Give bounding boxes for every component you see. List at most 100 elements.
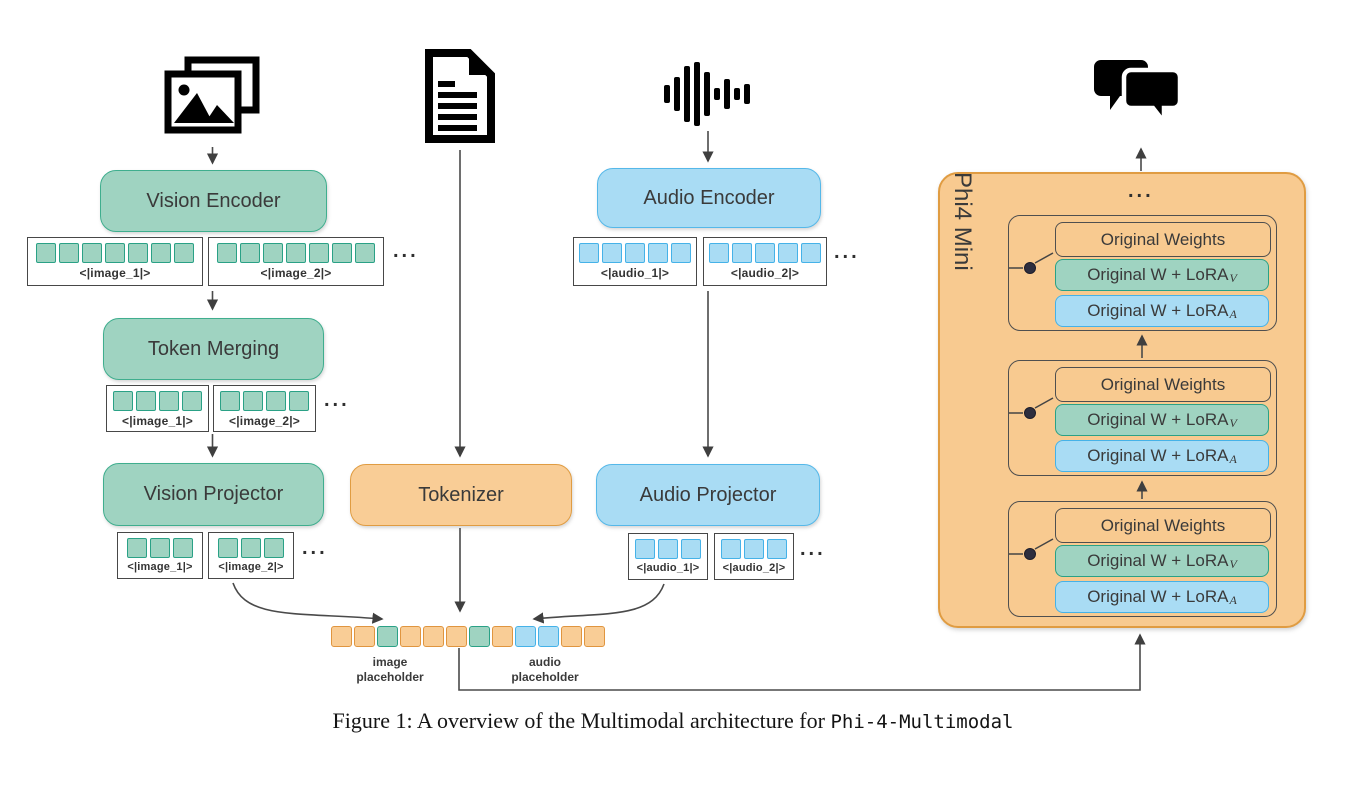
lora-v-subscript: V bbox=[1229, 556, 1237, 571]
token-square-blue bbox=[538, 626, 559, 647]
token-square-blue bbox=[744, 539, 764, 559]
vision-merged-strip-1: <|image_1|> bbox=[106, 385, 209, 432]
lora-a-subscript: A bbox=[1229, 306, 1237, 321]
token-square-orange bbox=[446, 626, 467, 647]
token-square-orange bbox=[331, 626, 352, 647]
token-square-orange bbox=[492, 626, 513, 647]
vision-encoder-label: Vision Encoder bbox=[146, 189, 281, 212]
ellipsis-vision-merged: ... bbox=[324, 389, 350, 411]
ellipsis-audio-projected: ... bbox=[800, 538, 826, 560]
token-squares bbox=[127, 538, 193, 558]
token-square-green bbox=[243, 391, 263, 411]
token-square-blue bbox=[579, 243, 599, 263]
original-weights-box: Original Weights bbox=[1055, 508, 1271, 543]
token-square-green bbox=[113, 391, 133, 411]
token-square-blue bbox=[681, 539, 701, 559]
lora-a-label: Original W + LoRA bbox=[1087, 587, 1229, 606]
token-squares bbox=[635, 539, 701, 559]
token-squares bbox=[721, 539, 787, 559]
audio-encoded-strip-1: <|audio_1|> bbox=[573, 237, 697, 286]
token-square-orange bbox=[400, 626, 421, 647]
token-square-blue bbox=[658, 539, 678, 559]
token-square-blue bbox=[625, 243, 645, 263]
token-strip-label: <|audio_2|> bbox=[722, 562, 786, 574]
vision-encoded-strip-2: <|image_2|> bbox=[208, 237, 384, 286]
token-squares bbox=[113, 391, 202, 411]
vision-projector-label: Vision Projector bbox=[143, 483, 284, 505]
images-icon bbox=[164, 56, 260, 134]
token-square-blue bbox=[648, 243, 668, 263]
audio-encoded-strip-2: <|audio_2|> bbox=[703, 237, 827, 286]
token-square-blue bbox=[778, 243, 798, 263]
token-square-blue bbox=[515, 626, 536, 647]
original-weights-box: Original Weights bbox=[1055, 367, 1271, 402]
audio-projected-strip-1: <|audio_1|> bbox=[628, 533, 708, 580]
vision-projector-box: Vision Projector bbox=[103, 463, 324, 526]
combined-token-sequence bbox=[331, 626, 605, 647]
lora-v-subscript: V bbox=[1229, 270, 1237, 285]
token-square-green bbox=[264, 538, 284, 558]
token-square-green bbox=[355, 243, 375, 263]
transformer-layer-bottom: Original Weights Original W + LoRA V Orig… bbox=[1008, 501, 1277, 617]
token-square-blue bbox=[721, 539, 741, 559]
token-square-green bbox=[136, 391, 156, 411]
ellipsis-phi4-layers: ... bbox=[1128, 180, 1154, 202]
token-square-blue bbox=[635, 539, 655, 559]
ellipsis-vision-encoded: ... bbox=[393, 240, 419, 262]
token-square-green bbox=[469, 626, 490, 647]
vision-encoder-box: Vision Encoder bbox=[100, 170, 327, 232]
token-strip-label: <|image_2|> bbox=[218, 561, 284, 573]
token-square-orange bbox=[354, 626, 375, 647]
figure-caption: Figure 1: A overview of the Multimodal a… bbox=[0, 708, 1346, 734]
token-square-green bbox=[127, 538, 147, 558]
audio-placeholder-label: audio placeholder bbox=[511, 655, 579, 684]
audio-projector-box: Audio Projector bbox=[596, 464, 820, 526]
document-icon bbox=[425, 49, 495, 143]
token-square-green bbox=[150, 538, 170, 558]
token-square-green bbox=[266, 391, 286, 411]
token-square-green bbox=[182, 391, 202, 411]
token-square-green bbox=[309, 243, 329, 263]
vision-encoded-strip-1: <|image_1|> bbox=[27, 237, 203, 286]
token-square-green bbox=[377, 626, 398, 647]
token-square-green bbox=[59, 243, 79, 263]
token-square-orange bbox=[561, 626, 582, 647]
token-strip-label: <|image_2|> bbox=[260, 266, 332, 280]
ellipsis-audio-encoded: ... bbox=[834, 241, 860, 263]
ellipsis-vision-projected: ... bbox=[302, 537, 328, 559]
token-squares bbox=[579, 243, 691, 263]
lora-v-subscript: V bbox=[1229, 415, 1237, 430]
audio-encoder-label: Audio Encoder bbox=[643, 186, 775, 209]
token-square-blue bbox=[671, 243, 691, 263]
caption-text: Figure 1: A overview of the Multimodal a… bbox=[332, 708, 831, 733]
tokenizer-label: Tokenizer bbox=[418, 483, 504, 506]
token-square-blue bbox=[767, 539, 787, 559]
token-square-green bbox=[286, 243, 306, 263]
original-weights-label: Original Weights bbox=[1100, 229, 1226, 249]
original-weights-label: Original Weights bbox=[1100, 374, 1226, 394]
token-squares bbox=[36, 243, 194, 263]
tokenizer-box: Tokenizer bbox=[350, 464, 572, 526]
token-square-blue bbox=[602, 243, 622, 263]
token-square-green bbox=[36, 243, 56, 263]
token-square-green bbox=[173, 538, 193, 558]
original-weights-box: Original Weights bbox=[1055, 222, 1271, 257]
audio-encoder-box: Audio Encoder bbox=[597, 168, 821, 228]
token-squares bbox=[217, 243, 375, 263]
phi4-mini-title: Phi4 Mini bbox=[949, 172, 976, 271]
token-strip-label: <|image_1|> bbox=[122, 414, 193, 428]
token-square-green bbox=[241, 538, 261, 558]
image-placeholder-label: image placeholder bbox=[356, 655, 424, 684]
token-square-green bbox=[217, 243, 237, 263]
token-square-green bbox=[128, 243, 148, 263]
token-square-blue bbox=[732, 243, 752, 263]
token-strip-label: <|audio_1|> bbox=[636, 562, 700, 574]
token-square-green bbox=[218, 538, 238, 558]
